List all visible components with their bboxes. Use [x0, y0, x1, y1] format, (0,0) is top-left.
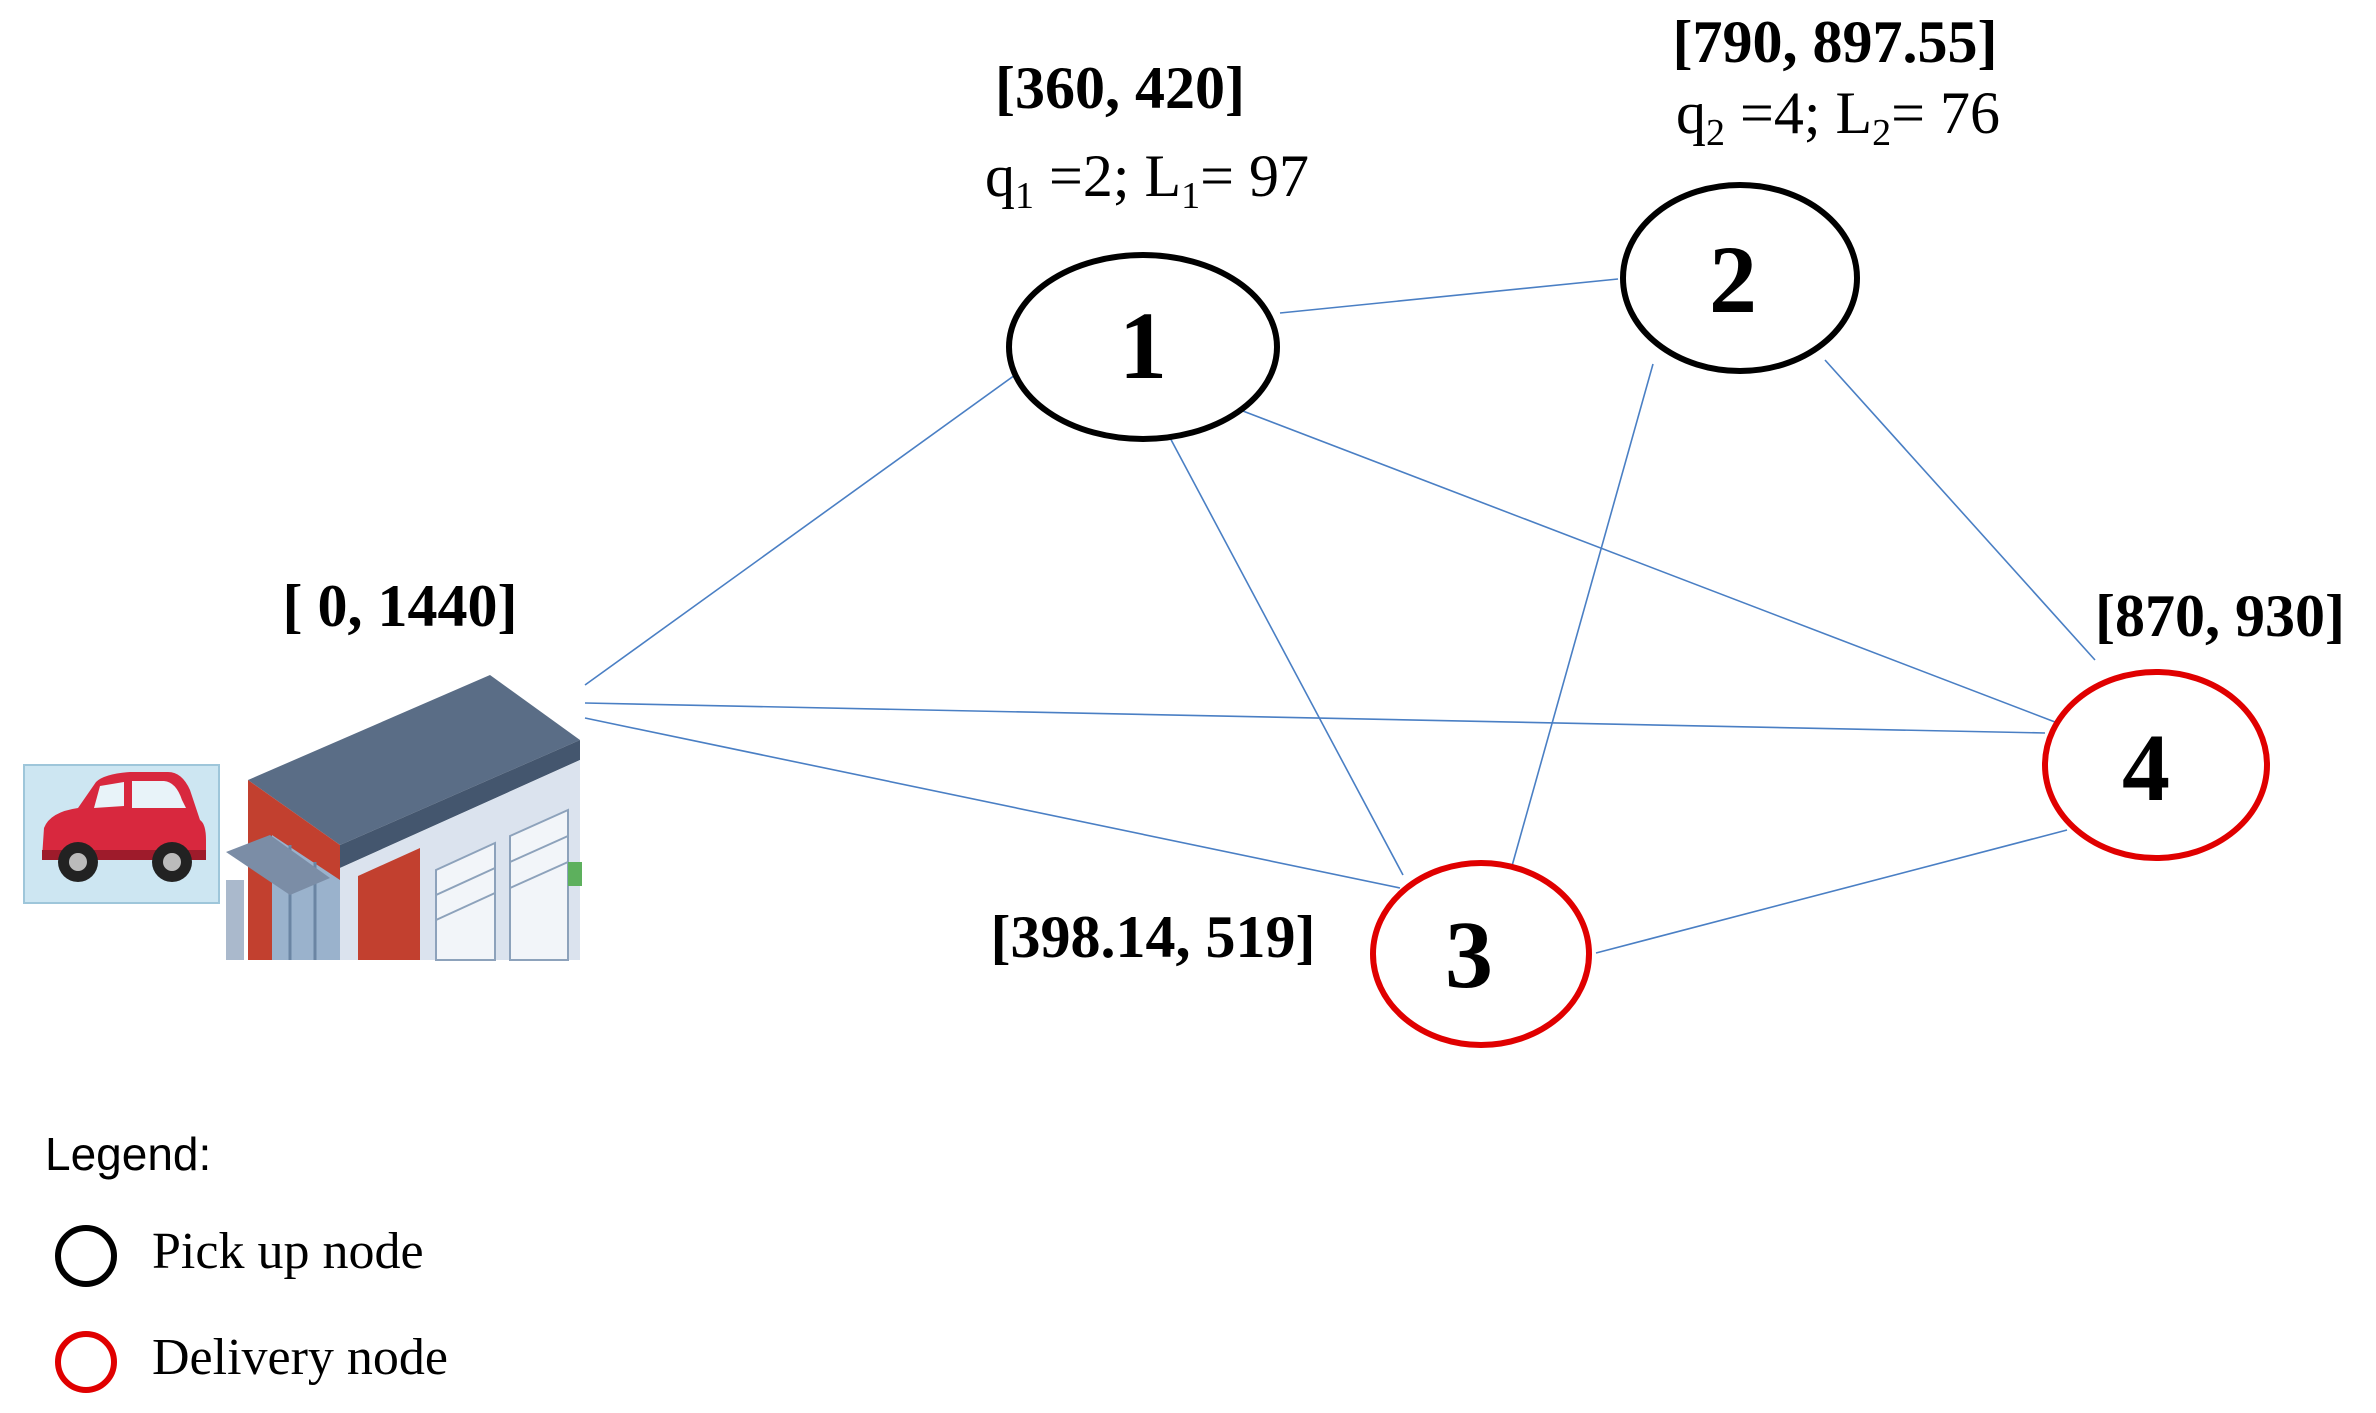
legend-delivery-icon	[55, 1331, 117, 1393]
node-1-time-window: [360, 420]	[995, 55, 1245, 121]
edge-2-3	[1511, 363, 1654, 867]
node-1: 1	[1006, 252, 1280, 442]
edge-depot-1	[584, 374, 1016, 686]
node-2-time-window: [790, 897.55]	[1673, 9, 1998, 75]
node-4-label: 4	[2122, 714, 2170, 821]
node-4: 4	[2042, 669, 2270, 861]
legend-delivery-label: Delivery node	[152, 1329, 448, 1386]
legend-pickup-label: Pick up node	[152, 1223, 424, 1280]
edge-1-2	[1279, 278, 1619, 314]
pickup-node-circle	[1620, 182, 1860, 374]
delivery-node-circle	[1370, 860, 1592, 1048]
node-3-time-window: [398.14, 519]	[991, 904, 1316, 970]
edge-1-3	[1167, 433, 1404, 876]
edge-3-4	[1595, 829, 2068, 954]
pickup-node-circle	[1006, 252, 1280, 442]
node-4-time-window: [870, 930]	[2095, 583, 2345, 649]
node-3-label: 3	[1445, 901, 1493, 1008]
warehouse-icon	[226, 675, 582, 961]
edge-2-4	[1824, 359, 2096, 661]
car-icon	[23, 764, 220, 904]
edge-depot-4	[584, 702, 2046, 734]
delivery-node-circle	[2042, 669, 2270, 861]
edges	[584, 278, 2096, 954]
edge-depot-3	[584, 717, 1401, 889]
legend-pickup-icon	[55, 1225, 117, 1287]
legend: Legend: Pick up node Delivery node	[45, 1128, 448, 1393]
legend-title: Legend:	[45, 1128, 211, 1180]
depot-time-window: [ 0, 1440]	[283, 573, 518, 639]
node-2-label: 2	[1709, 226, 1757, 333]
node-1-label: 1	[1119, 292, 1167, 399]
edge-1-4	[1234, 407, 2056, 723]
node-2: 2	[1620, 182, 1860, 374]
node-2-demand-load: q2 =4; L2= 76	[1676, 80, 2000, 154]
node-1-demand-load: q1 =2; L1= 97	[985, 143, 1309, 217]
node-3: 3	[1370, 860, 1592, 1048]
